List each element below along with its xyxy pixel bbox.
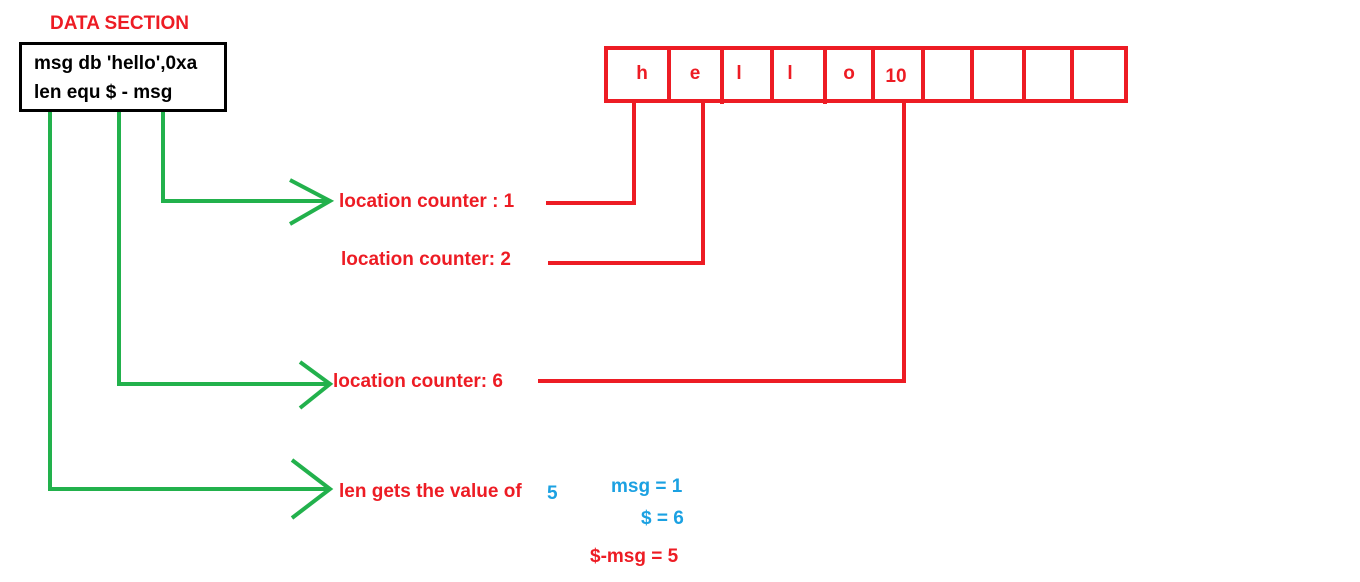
memory-cell-3: l	[736, 63, 742, 84]
memory-cell-6: 10	[885, 66, 907, 87]
green-arrow-msg-head	[289, 178, 335, 226]
label-len-value: len gets the value of	[339, 481, 522, 502]
calc-dollar: $ = 6	[641, 508, 684, 529]
code-line-len: len equ $ - msg	[34, 82, 173, 103]
section-title: DATA SECTION	[50, 13, 189, 34]
memory-cell-1: h	[636, 63, 648, 84]
code-line-msg: msg db 'hello',0xa	[34, 53, 198, 74]
label-location-counter-6: location counter: 6	[333, 371, 503, 392]
code-box: msg db 'hello',0xa len equ $ - msg	[19, 42, 227, 112]
green-arrow-len-head	[290, 458, 334, 520]
red-connector-lc1	[546, 101, 636, 205]
calc-result: $-msg = 5	[590, 546, 679, 567]
label-location-counter-1: location counter : 1	[339, 191, 515, 212]
calc-msg: msg = 1	[611, 476, 683, 497]
label-len-number: 5	[547, 483, 558, 504]
memory-cell-4: l	[787, 63, 793, 84]
memory-array-box	[604, 46, 1128, 103]
green-arrow-dollar-head	[298, 360, 334, 410]
red-connector-lc2	[548, 101, 705, 265]
label-location-counter-2: location counter: 2	[341, 249, 511, 270]
green-arrow-len-line	[48, 112, 328, 491]
green-arrow-msg-line	[161, 112, 328, 203]
red-connector-lc6	[538, 101, 906, 383]
memory-cell-2: e	[689, 63, 701, 84]
memory-cell-5: o	[843, 63, 855, 84]
green-arrow-dollar-line	[117, 108, 328, 386]
memory-cell-dividers	[667, 48, 1074, 104]
